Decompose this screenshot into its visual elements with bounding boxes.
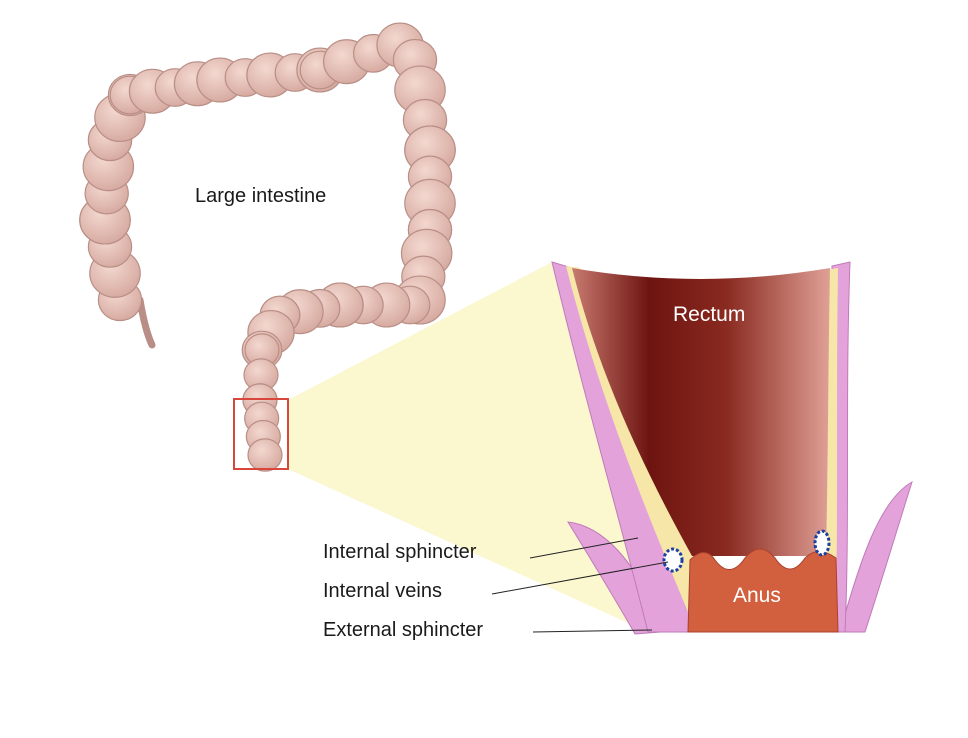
colon-haustrum xyxy=(247,438,283,472)
rectum-lumen xyxy=(572,268,830,556)
leader-external-sphincter xyxy=(532,629,653,633)
label-rectum: Rectum xyxy=(673,303,746,326)
mucosa-left xyxy=(566,266,692,612)
leader-internal-veins xyxy=(491,561,669,595)
mucosa-right xyxy=(826,268,838,600)
label-external-sphincter: External sphincter xyxy=(323,619,484,641)
internal-veins-right xyxy=(813,529,831,557)
label-internal-sphincter: Internal sphincter xyxy=(323,541,477,563)
label-internal-veins: Internal veins xyxy=(323,580,442,602)
label-large-intestine: Large intestine xyxy=(195,185,327,207)
appendix xyxy=(136,296,156,349)
highlight-box xyxy=(233,398,289,470)
leader-internal-sphincter xyxy=(529,537,639,559)
internal-veins-left xyxy=(662,547,684,573)
external-sphincter-right xyxy=(839,480,913,633)
large-intestine-illustration xyxy=(79,22,456,472)
zoom-cone xyxy=(288,262,648,632)
label-anus: Anus xyxy=(733,584,781,607)
